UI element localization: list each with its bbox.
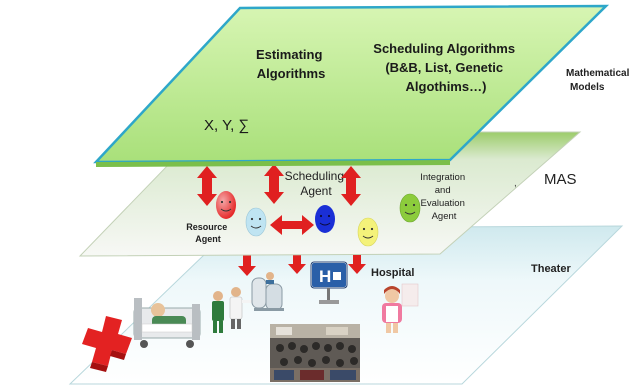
theater-layer: Theater Hospital [68,225,624,385]
doctors-icon [212,287,252,333]
arrow-down-2 [288,252,306,274]
double-arrow-horizontal [270,215,314,235]
theater-plane [68,225,624,385]
scheduling-agent-label: Scheduling Agent [285,169,348,198]
mas-tick: , [514,178,517,189]
models-layer: Estimating Algorithms Scheduling Algorit… [93,4,610,167]
agent-blue [315,205,335,233]
formula-label: X, Y, ∑ [204,117,249,134]
patient-bed-icon [133,298,201,348]
lab-equipment-icon [251,272,284,311]
double-arrow-vertical-2 [264,164,284,204]
waiting-room-photo [270,324,360,382]
mathematical-models-label: Mathematical Models [566,68,632,93]
down-arrows-to-theater [238,252,366,276]
agent-yellow [357,217,379,247]
nurse-icon [382,283,419,333]
resource-agent-label: Resource Agent [186,222,230,244]
agent-lightblue [245,207,267,237]
estimating-algorithms-label: Estimating Algorithms [256,47,326,81]
svg-text:H: H [319,267,331,286]
theater-label: Theater [531,263,571,275]
double-arrow-vertical-1 [197,166,217,206]
hospital-sign-icon: H [310,261,348,304]
mas-label: MAS [544,171,577,188]
red-cross-icon [82,316,132,372]
agent-red [216,191,236,219]
double-arrow-vertical-3 [341,166,361,206]
agent-green [399,193,421,223]
hospital-label: Hospital [371,267,414,279]
models-plane-edge [96,160,450,167]
up-down-arrows-models-mas [197,164,361,206]
arrow-down-3 [348,252,366,274]
integration-agent-label: Integration and Evaluation Agent [420,172,468,222]
scheduling-algorithms-label: Scheduling Algorithms (B&B, List, Geneti… [373,41,518,94]
arrow-down-1 [238,252,256,276]
